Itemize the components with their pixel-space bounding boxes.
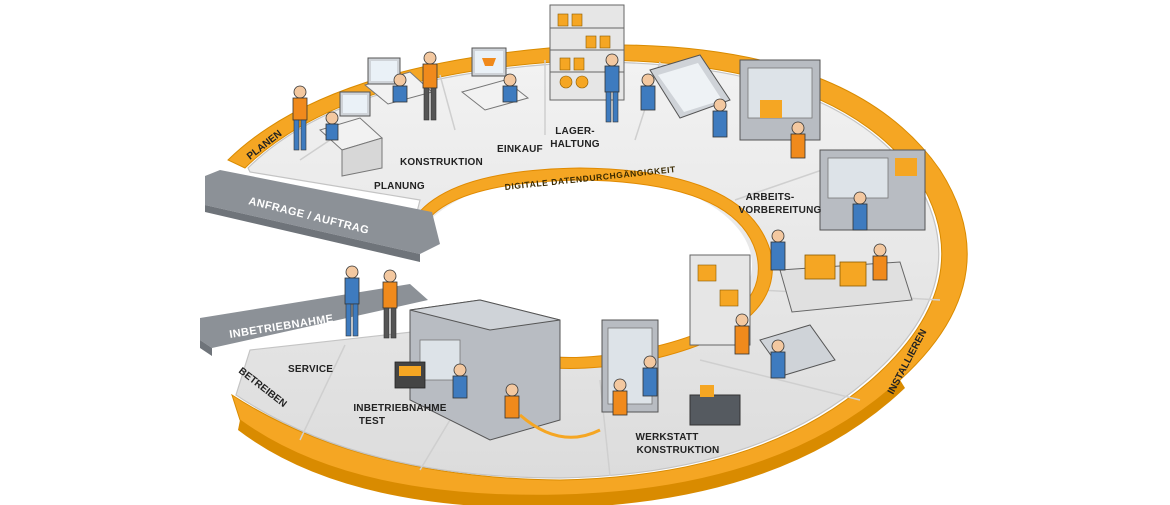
station-lagerhaltung [549, 4, 625, 123]
station-service [344, 265, 398, 339]
label-lager-2: HALTUNG [550, 139, 600, 150]
station-inbetriebnahme-test [394, 299, 601, 441]
slab-inbetriebnahme [200, 284, 428, 356]
slab-anfrage [205, 170, 440, 262]
label-planung: PLANUNG [374, 181, 425, 192]
station-werkstatt [601, 319, 659, 416]
label-lager-1: LAGER- [555, 126, 595, 137]
label-arbeits-2: VORBEREITUNG [739, 205, 822, 216]
station-arbeitsvorbereitung [640, 54, 926, 231]
label-arbeits-1: ARBEITS- [746, 192, 795, 203]
label-werkstatt-1: WERKSTATT [635, 432, 698, 443]
station-konstruktion [363, 51, 438, 121]
label-werkstatt-2: KONSTRUKTION [637, 445, 720, 456]
label-konstruktion: KONSTRUKTION [400, 157, 483, 168]
label-ib-test-1: INBETRIEBNAHME [353, 403, 446, 414]
station-einkauf [460, 47, 530, 111]
station-installation [689, 229, 913, 426]
label-einkauf: EINKAUF [497, 144, 543, 155]
label-ib-test-2: TEST [359, 416, 385, 427]
label-service: SERVICE [288, 364, 333, 375]
station-planung [292, 85, 383, 177]
